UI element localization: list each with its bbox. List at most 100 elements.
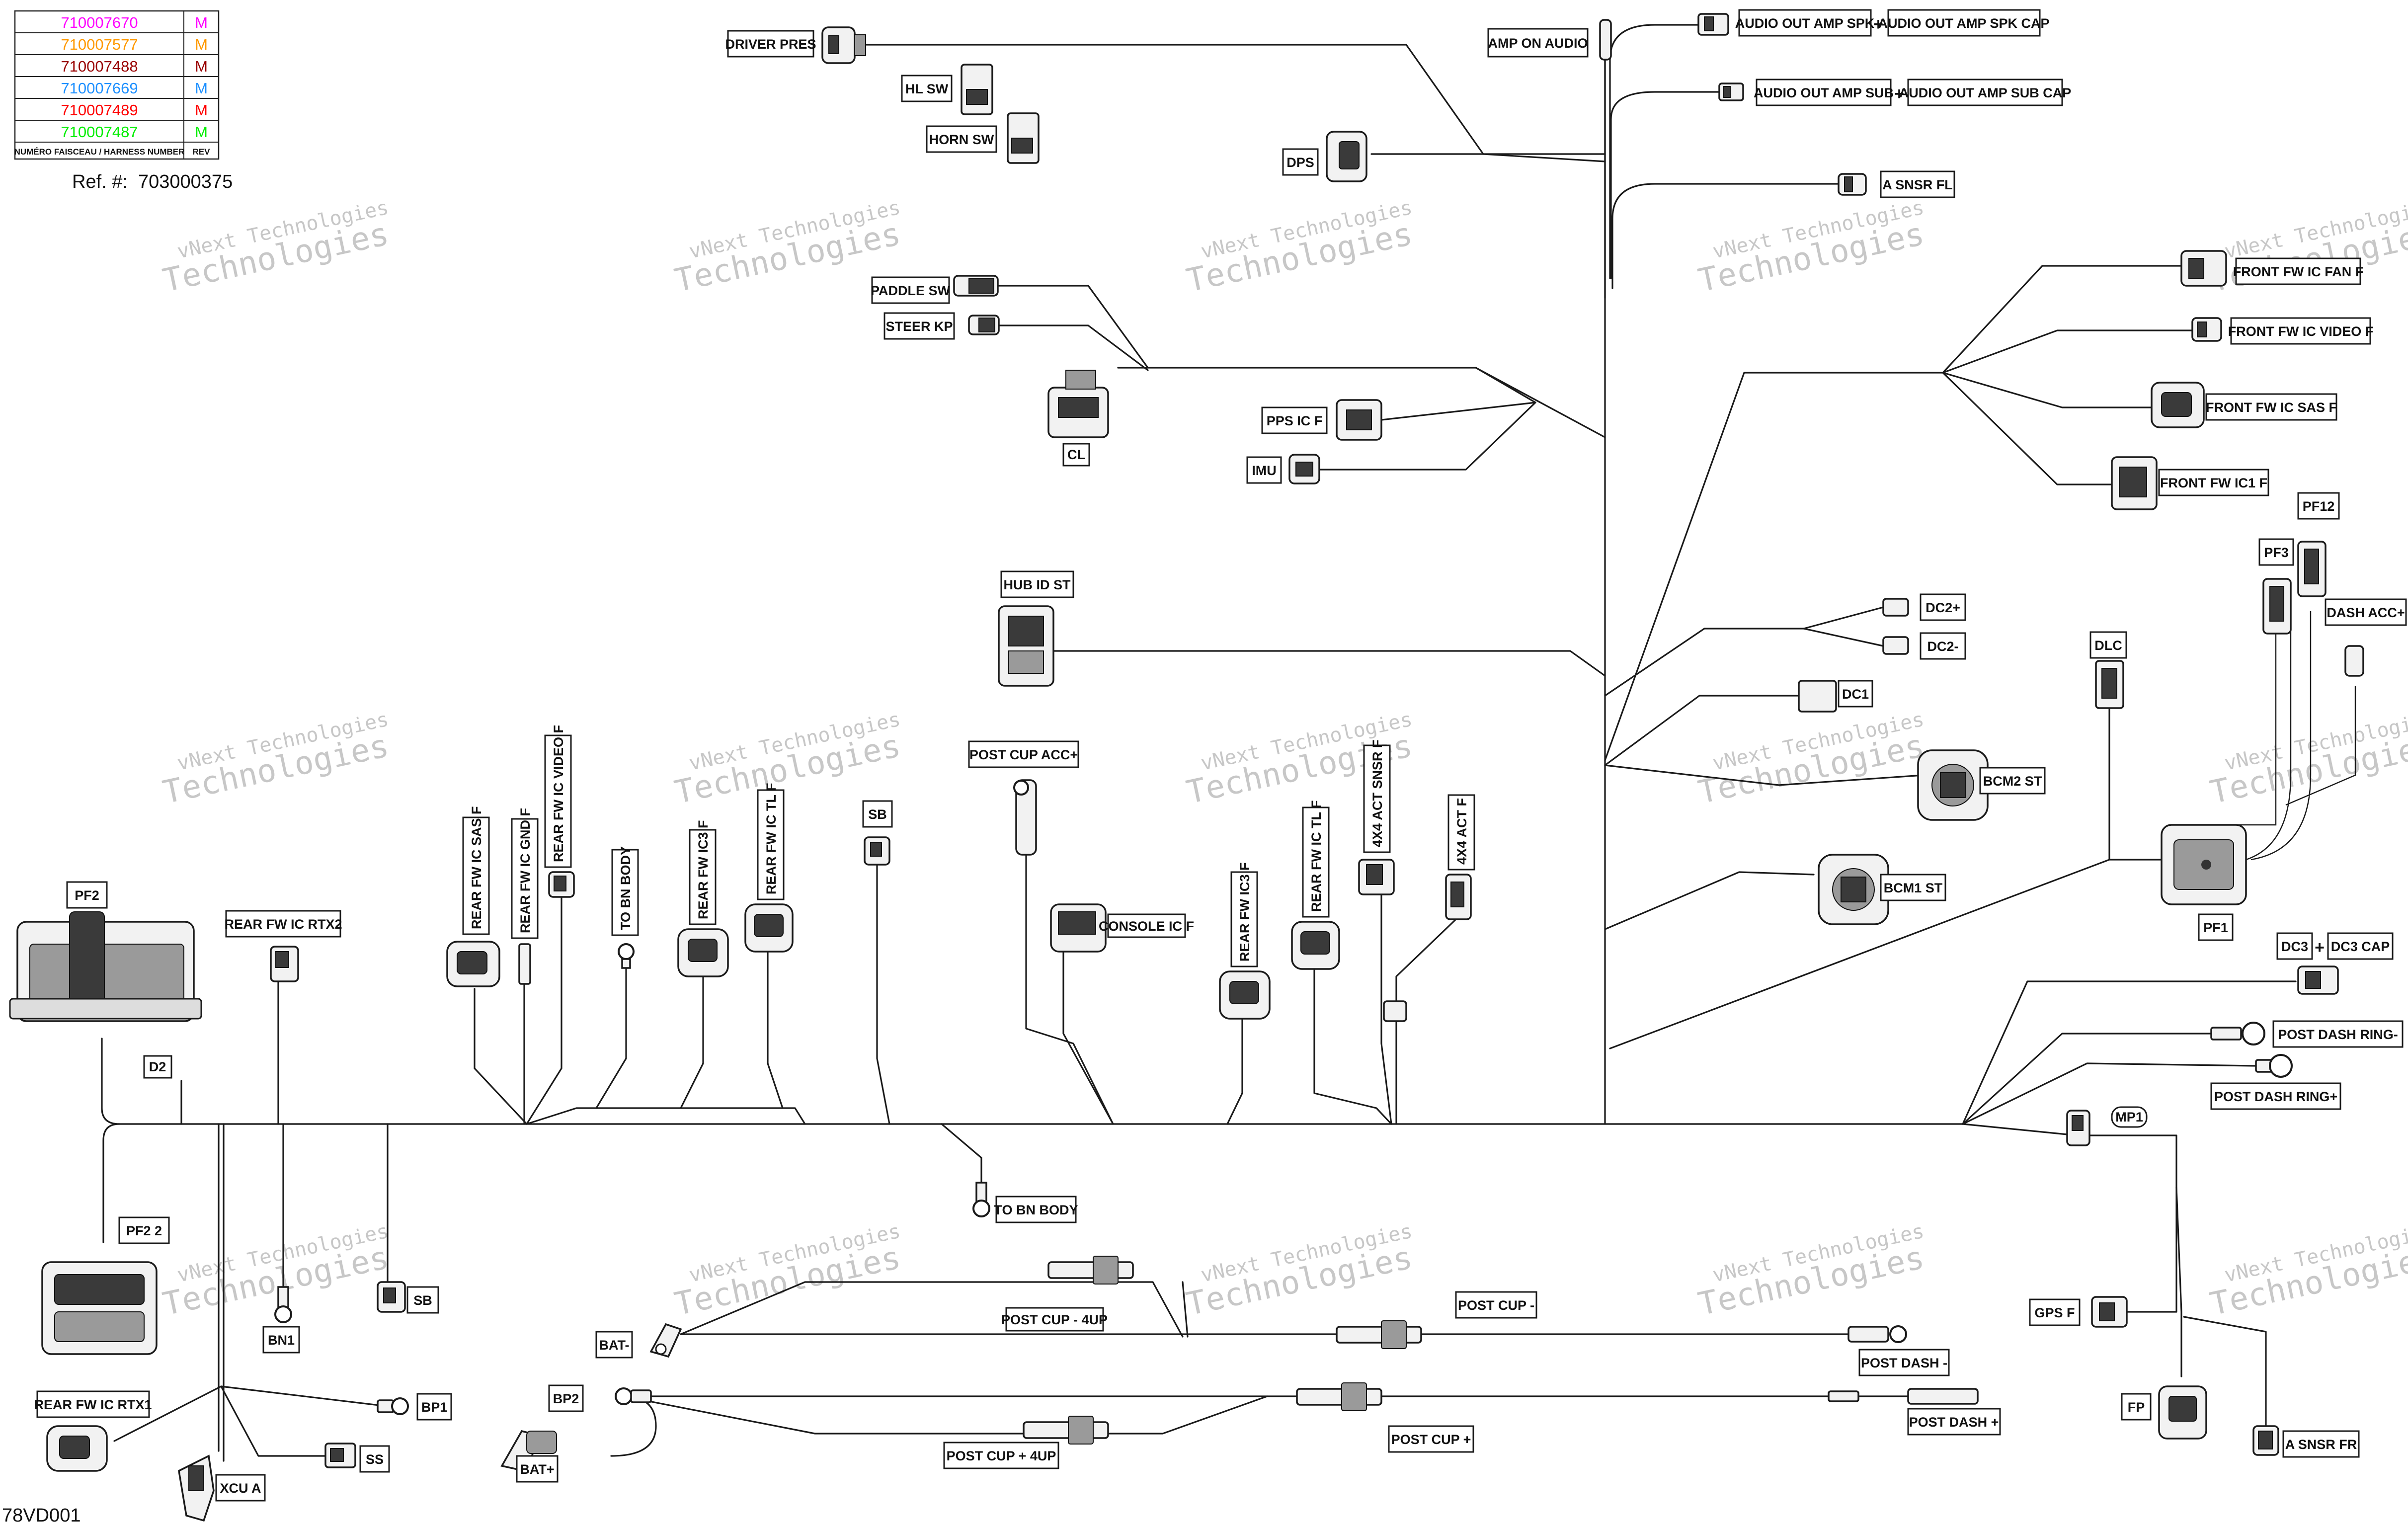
sb-bottom-connector-icon (377, 1281, 406, 1313)
horn-sw-label: HORN SW (926, 125, 997, 153)
pf2-2-fuse-box-icon (41, 1261, 158, 1355)
wire-post-cup-4up-minus (680, 1281, 1184, 1338)
wire-dash-acc (2285, 686, 2356, 806)
amp-on-audio-label: AMP ON AUDIO (1487, 28, 1589, 58)
wire-front-fw-video (1942, 329, 2197, 374)
console-ic-f-text: CONSOLE IC F (1099, 919, 1194, 934)
harness-rev: M (195, 58, 208, 75)
wire-bat-plus-drop (610, 1395, 657, 1457)
sb-bottom-text: SB (413, 1293, 432, 1308)
pps-ic-f-label: PPS IC F (1261, 406, 1328, 434)
harness-rev: M (195, 101, 208, 119)
rear-fw-ic-tl-f-1-connector-icon (744, 903, 794, 953)
rear-fw-ic3-f-1-connector-icon (677, 928, 729, 977)
gps-f-text: GPS F (2034, 1305, 2075, 1320)
audio-out-amp-sub-cap-label: AUDIO OUT AMP SUB CAP (1899, 79, 2071, 106)
rear-fw-ic-tl-f-1-label: REAR FW IC TL F (757, 783, 785, 900)
pf2-2-label: PF2 2 (118, 1216, 170, 1244)
rear-fw-ic-gnd-f-text: REAR FW IC GND F (518, 808, 533, 933)
bp1-ring-terminal-icon (377, 1397, 409, 1415)
post-dash-minus-terminal-icon (1847, 1325, 1907, 1343)
act-4x4-f-connector-icon (1445, 874, 1472, 920)
rear-fw-ic-sas-f-label: REAR FW IC SAS F (462, 806, 490, 935)
wire-bcm2 (1604, 764, 1924, 786)
wire-post-dash-ring-plus (1962, 1062, 2257, 1125)
xcu-a-label: XCU A (215, 1474, 266, 1502)
pps-ic-f-connector-icon (1336, 399, 1382, 441)
post-cup-acc-plus-terminal-icon (1013, 779, 1037, 856)
bcm2-st-connector-icon (1917, 749, 1989, 821)
d2-label: D2 (143, 1055, 172, 1079)
hub-id-st-label: HUB ID ST (1000, 570, 1074, 598)
bp1-label: BP1 (416, 1393, 452, 1421)
front-fw-ic1-f-text: FRONT FW IC1 F (2160, 476, 2267, 490)
wire-4x4-snsr (1380, 888, 1392, 1125)
post-cup-acc-plus-text: POST CUP ACC+ (969, 747, 1078, 762)
harness-table-footer: NUMÉRO FAISCEAU / HARNESS NUMBER (14, 147, 185, 157)
post-cup-minus-terminal-icon (1336, 1320, 1422, 1349)
dlc-label: DLC (2089, 631, 2127, 659)
front-fw-ic1-f-label: FRONT FW IC1 F (2158, 469, 2269, 496)
cl-text: CL (1067, 447, 1085, 462)
plus-sign: + (2315, 938, 2325, 957)
ss-text: SS (366, 1452, 384, 1467)
gps-f-connector-icon (2091, 1296, 2128, 1328)
paddle-sw-text: PADDLE SW (871, 283, 951, 298)
wire-bcm1 (1604, 871, 1815, 930)
rear-fw-ic-sas-f-text: REAR FW IC SAS F (469, 806, 484, 930)
hl-sw-label: HL SW (901, 75, 953, 102)
paddle-sw-connector-icon (953, 275, 999, 297)
pf2-2-text: PF2 2 (126, 1223, 162, 1238)
wire-front-fw-ic1 (1942, 372, 2113, 485)
horn-sw-text: HORN SW (929, 132, 994, 147)
pf1-fuse-box-icon (2161, 824, 2247, 905)
imu-label: IMU (1246, 456, 1282, 484)
wire-to-bn-body-h (941, 1123, 982, 1194)
rear-fw-ic-video-f-label: REAR FW IC VIDEO F (544, 725, 572, 868)
diagram-id: 78VD001 (2, 1505, 80, 1526)
ss-label: SS (359, 1445, 390, 1473)
rear-fw-ic-rtx2-connector-icon (270, 946, 299, 982)
rear-fw-ic-rtx1-connector-icon (46, 1425, 108, 1472)
hub-id-st-text: HUB ID ST (1004, 577, 1071, 592)
wire-pf12-b (2246, 611, 2292, 861)
harness-table-frame (14, 10, 220, 160)
to-bn-body-h-ring-icon (972, 1182, 990, 1217)
a-snsr-fr-connector-icon (2252, 1425, 2279, 1456)
bn1-ring-terminal-icon (274, 1286, 292, 1323)
dc2-minus-text: DC2- (1927, 639, 1958, 654)
dc2-minus-label: DC2- (1920, 632, 1966, 660)
wire-dc2-trunk (1604, 628, 1805, 697)
rear-fw-ic-video-f-connector-icon (548, 871, 575, 898)
dlc-text: DLC (2094, 638, 2122, 653)
dash-acc-plus-text: DASH ACC+ (2327, 605, 2405, 620)
post-cup-4up-plus-text: POST CUP + 4UP (947, 1448, 1056, 1463)
rear-fw-ic-rtx1-text: REAR FW IC RTX1 (34, 1397, 152, 1412)
front-fw-ic-sas-f-text: FRONT FW IC SAS F (2206, 400, 2337, 415)
to-bn-body-h-text: TO BN BODY (994, 1203, 1078, 1217)
steer-kp-label: STEER KP (883, 312, 955, 340)
d2-text: D2 (149, 1059, 166, 1074)
cl-connector-icon (1047, 370, 1109, 438)
harness-number: 710007670 (61, 14, 138, 31)
to-bn-body-v-label: TO BN BODY (611, 846, 639, 936)
post-cup-4up-minus-label: POST CUP - 4UP (1001, 1307, 1108, 1332)
post-cup-4up-minus-terminal-icon (1047, 1256, 1134, 1285)
wire-4x4-act (1395, 918, 1457, 1125)
bn1-label: BN1 (262, 1326, 300, 1354)
to-bn-body-h-label: TO BN BODY (994, 1196, 1078, 1223)
label-layer: DRIVER PRES HL SW HORN SW DPS AMP ON AUD… (34, 9, 2407, 1502)
wire-pps (1380, 367, 1536, 421)
rear-fw-ic3-f-1-text: REAR FW IC3 F (696, 820, 711, 920)
post-dash-plus-text: POST DASH + (1909, 1415, 1999, 1430)
wire-paddle-sw (993, 285, 1149, 369)
post-dash-ring-minus-label: POST DASH RING- (2272, 1020, 2404, 1048)
bat-plus-label: BAT+ (516, 1455, 559, 1483)
dc1-text: DC1 (1842, 687, 1869, 702)
wire-front-fw-fan (1942, 265, 2197, 374)
act-snsr-4x4-f-label: 4X4 ACT SNSR F (1363, 739, 1391, 853)
harness-number: 710007487 (61, 123, 138, 141)
bat-minus-terminal-icon (649, 1323, 682, 1358)
post-cup-4up-minus-text: POST CUP - 4UP (1001, 1312, 1108, 1327)
